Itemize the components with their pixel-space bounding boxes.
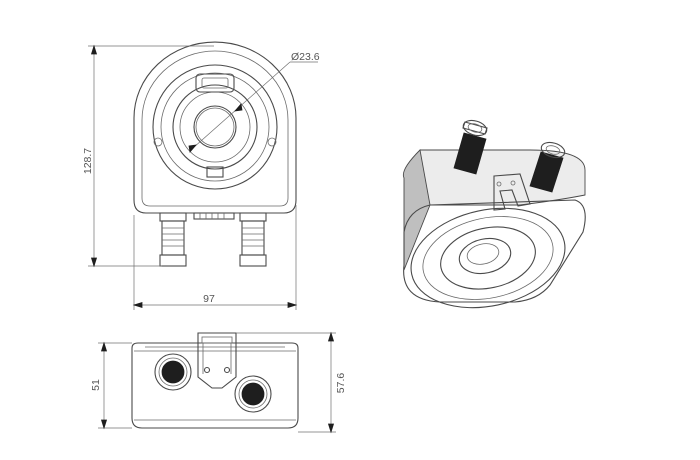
side-view	[131, 332, 299, 429]
depth-label: 57.6	[335, 373, 347, 394]
width-label: 97	[203, 293, 215, 305]
height-dimension	[88, 44, 214, 268]
isometric-view	[402, 119, 586, 309]
height-label: 128.7	[82, 148, 94, 174]
diameter-label: Ø23.6	[291, 51, 320, 63]
width-dimension	[132, 205, 298, 310]
spacing-dimension	[98, 341, 132, 430]
front-view	[133, 41, 318, 267]
spacing-label: 51	[90, 379, 102, 391]
depth-dimension	[236, 331, 336, 434]
